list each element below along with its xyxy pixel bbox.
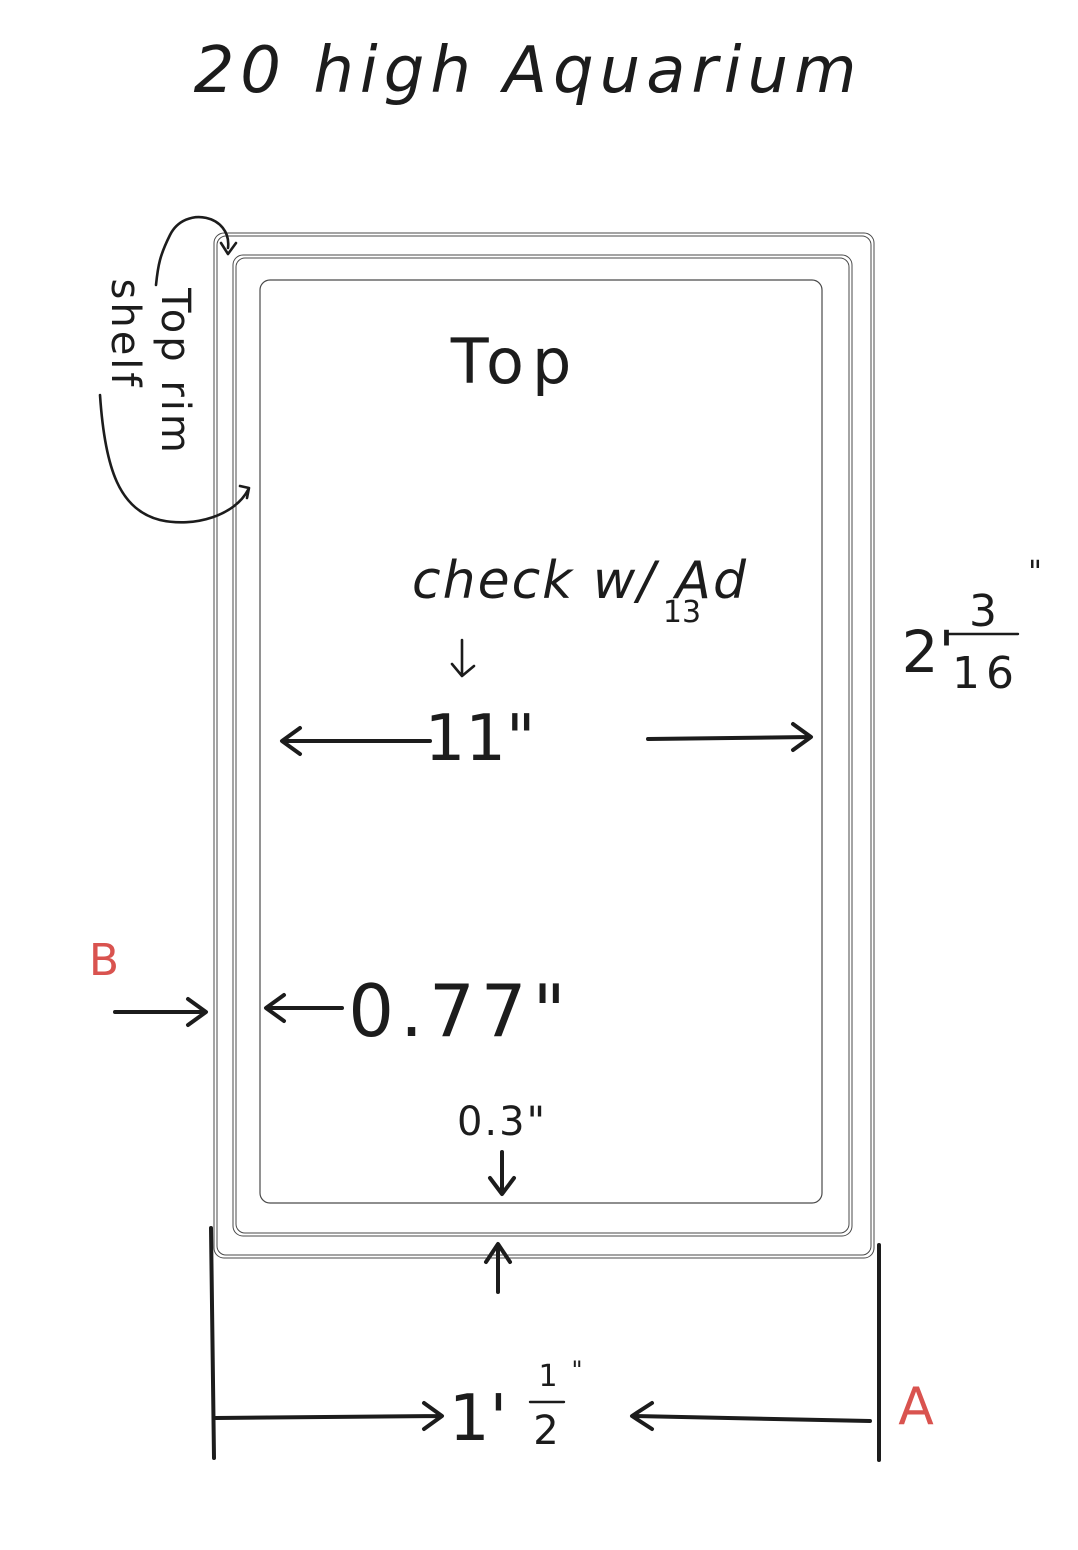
check-note: check w/ Ad bbox=[412, 551, 748, 611]
outer-width-unit: " bbox=[571, 1356, 582, 1384]
rim-bracket-curve bbox=[98, 215, 250, 524]
outer-width-arrow-left bbox=[214, 1401, 444, 1431]
inner-width-dimension: 11" bbox=[280, 702, 813, 776]
check-note-arrow bbox=[450, 638, 476, 678]
rim-offset-arrow-left bbox=[113, 997, 208, 1027]
outer-width-numerator: 1 bbox=[538, 1359, 557, 1394]
outer-width-dimension: 1' 1 2 " A bbox=[209, 1226, 934, 1462]
rim-offset-arrow-right bbox=[264, 993, 344, 1023]
rim-arrow-head-top bbox=[219, 241, 238, 256]
marker-b: B bbox=[89, 935, 119, 986]
check-note-sub: 13 bbox=[663, 595, 701, 630]
inner-width-arrow-right bbox=[646, 722, 813, 752]
tank-rim-outline bbox=[232, 254, 853, 1237]
tank-inner-opening bbox=[259, 279, 823, 1204]
tank-outer-outline bbox=[213, 232, 875, 1259]
height-unit: " bbox=[1028, 555, 1042, 590]
shelf-label: shelf bbox=[102, 279, 148, 390]
diagram-title: 20 high Aquarium bbox=[194, 34, 863, 108]
bottom-gap-dimension: 0.3" bbox=[457, 1099, 547, 1294]
rim-offset-label: 0.77" bbox=[348, 969, 571, 1053]
bottom-gap-label: 0.3" bbox=[457, 1099, 547, 1145]
marker-a: A bbox=[898, 1377, 934, 1437]
outer-width-arrow-right bbox=[630, 1401, 872, 1431]
outer-width-feet: 1' bbox=[449, 1382, 507, 1456]
outer-width-denominator: 2 bbox=[533, 1408, 558, 1454]
bottom-gap-arrow-down bbox=[488, 1150, 516, 1196]
top-rim-shelf-annotation: Top rim shelf bbox=[98, 215, 251, 524]
height-dimension: 2' 3 16 " bbox=[902, 555, 1042, 699]
height-denominator: 16 bbox=[952, 648, 1020, 699]
height-numerator: 3 bbox=[969, 586, 997, 637]
outer-width-extension-left bbox=[209, 1226, 216, 1460]
top-rim-label: Top rim bbox=[152, 287, 198, 456]
height-feet: 2' bbox=[902, 618, 955, 686]
bottom-gap-arrow-up bbox=[484, 1242, 512, 1294]
inner-width-arrow-left bbox=[280, 726, 432, 756]
inner-width-label: 11" bbox=[425, 702, 536, 776]
rim-arrow-head-bottom bbox=[238, 484, 251, 500]
top-label: Top bbox=[450, 325, 580, 398]
rim-offset-dimension: B 0.77" bbox=[89, 935, 571, 1053]
